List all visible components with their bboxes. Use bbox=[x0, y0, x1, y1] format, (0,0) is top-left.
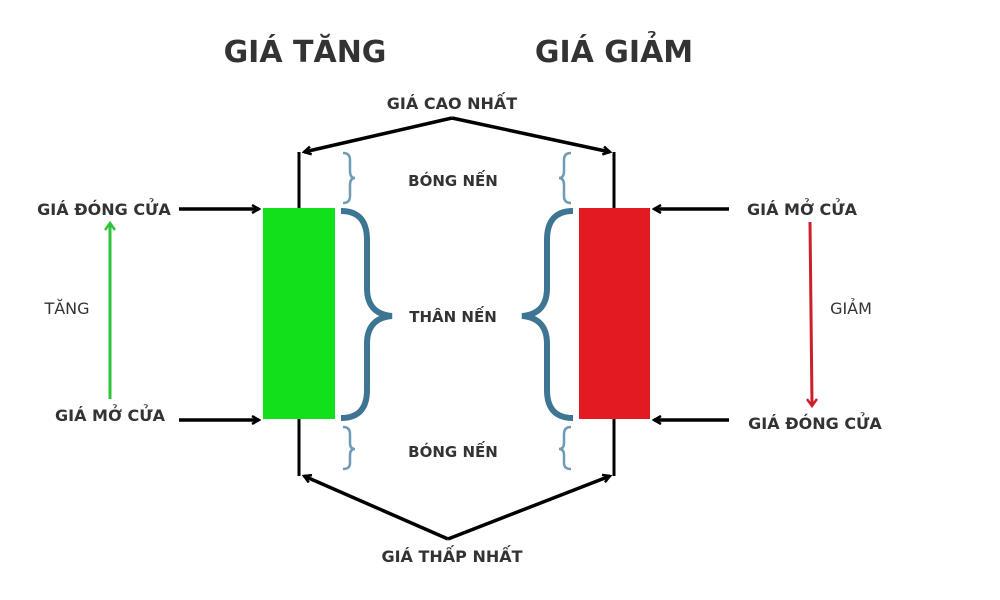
bearish-direction-label: GIẢM bbox=[830, 298, 872, 318]
upper-shadow-brace-left bbox=[342, 151, 356, 205]
lower-shadow-brace-left bbox=[342, 425, 356, 471]
body-brace-right bbox=[521, 208, 574, 421]
down-trend-arrow bbox=[810, 221, 812, 404]
low-arrow-left bbox=[304, 476, 449, 541]
low-arrow-right bbox=[447, 476, 610, 541]
bearish-title: GIÁ GIẢM bbox=[535, 31, 693, 70]
bullish-title: GIÁ TĂNG bbox=[224, 33, 387, 70]
lower-shadow-brace-right bbox=[558, 425, 572, 471]
bullish-close-label: GIÁ ĐÓNG CỬA bbox=[37, 198, 171, 219]
high-price-label: GIÁ CAO NHẤT bbox=[387, 92, 518, 113]
bearish-open-label: GIÁ MỞ CỬA bbox=[747, 198, 858, 219]
body-brace-left bbox=[340, 208, 393, 421]
lower-shadow-label: BÓNG NẾN bbox=[408, 440, 498, 461]
upper-shadow-brace-right bbox=[558, 151, 572, 205]
bearish-close-label: GIÁ ĐÓNG CỬA bbox=[748, 412, 882, 433]
high-arrow-right bbox=[451, 116, 610, 152]
bullish-direction-label: TĂNG bbox=[43, 299, 89, 318]
bullish-open-label: GIÁ MỞ CỬA bbox=[55, 404, 166, 425]
bearish-candle-body bbox=[579, 208, 650, 419]
body-label: THÂN NẾN bbox=[409, 305, 497, 326]
high-arrow-left bbox=[304, 116, 453, 152]
bullish-candle-body bbox=[263, 208, 335, 419]
upper-shadow-label: BÓNG NẾN bbox=[408, 169, 498, 190]
low-price-label: GIÁ THẤP NHẤT bbox=[381, 545, 522, 566]
